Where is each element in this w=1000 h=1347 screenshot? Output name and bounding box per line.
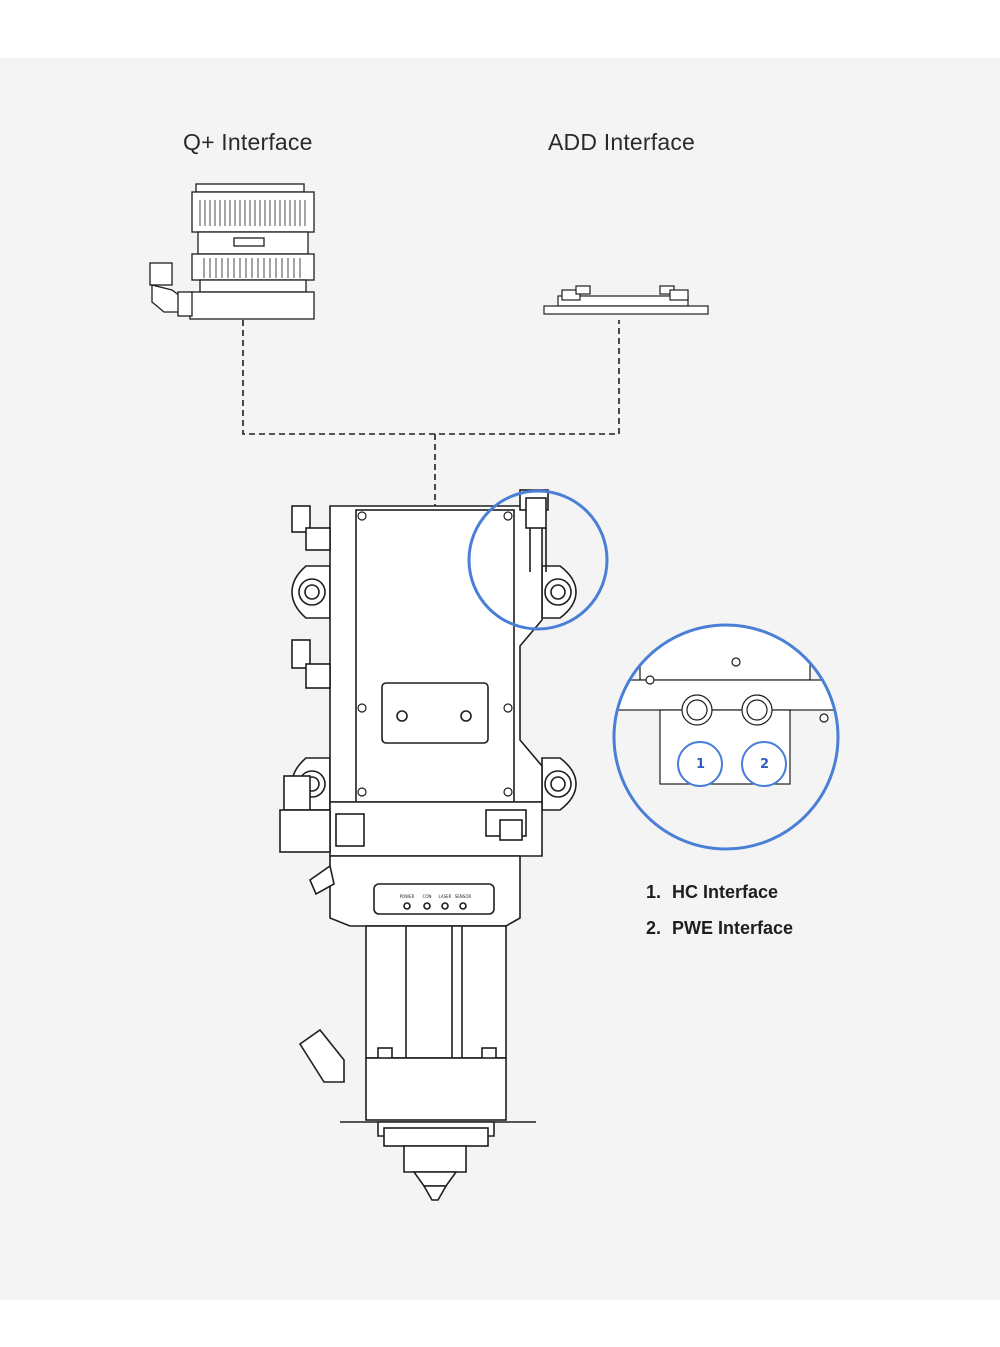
indicator-labels: POWER CON LASER SENSOR [400, 894, 472, 899]
callout-badge-1 [677, 741, 723, 787]
callout-badge-1-number: 1 [696, 757, 705, 772]
add-interface-label: ADD Interface [548, 129, 696, 155]
add-interface-drawing [543, 285, 709, 315]
connector-dashed-line [242, 320, 620, 435]
housing-screws [357, 511, 513, 797]
legend-item-hc: 1. HC Interface [646, 878, 793, 914]
legend-text: PWE Interface [672, 918, 794, 938]
indicator-label-laser: LASER [439, 894, 452, 899]
legend-number: 1. [646, 882, 662, 902]
laser-head-body [279, 489, 577, 1201]
q-plus-interface-drawing [149, 183, 315, 320]
indicator-label-power: POWER [400, 894, 415, 899]
indicator-label-con: CON [423, 894, 432, 899]
legend-text: HC Interface [672, 882, 779, 902]
callout-legend: 1. HC Interface 2. PWE Interface [646, 878, 793, 950]
legend-item-pwe: 2. PWE Interface [646, 914, 793, 950]
callout-badge-2 [741, 741, 787, 787]
q-plus-interface-label: Q+ Interface [183, 129, 313, 155]
legend-number: 2. [646, 918, 662, 938]
highlight-circle [467, 489, 609, 631]
callout-badge-2-number: 2 [760, 757, 769, 772]
indicator-label-sensor: SENSOR [455, 894, 472, 899]
zoom-inset: 1 2 [612, 623, 840, 851]
